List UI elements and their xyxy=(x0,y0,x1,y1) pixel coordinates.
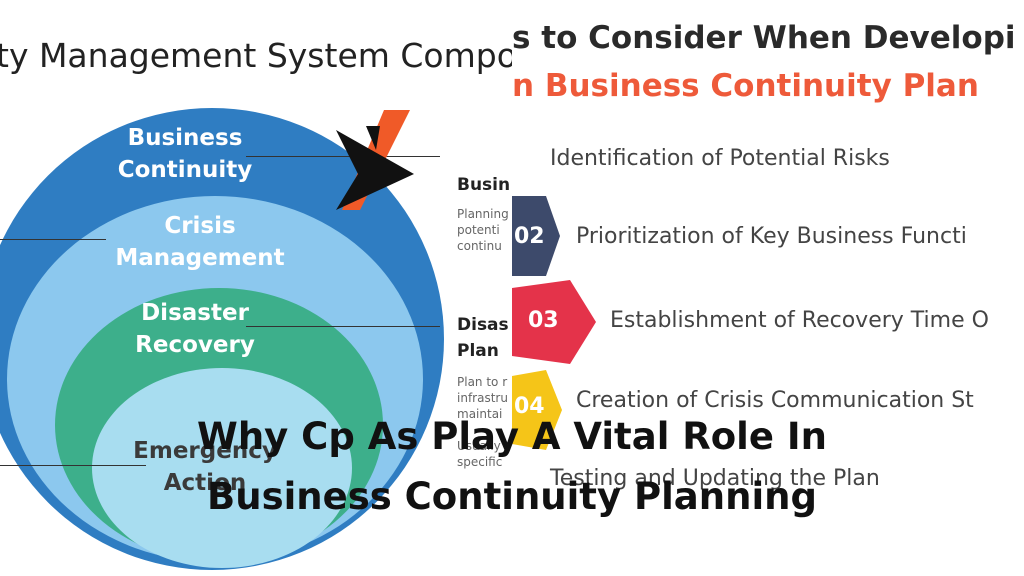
step-text: Creation of Crisis Communication St xyxy=(576,388,974,413)
step-text: Testing and Updating the Plan xyxy=(550,466,880,491)
step-badge-04 xyxy=(512,370,562,450)
right-slide: s to Consider When Developi n Business C… xyxy=(512,0,1024,576)
headline-line2: Business Continuity Planning xyxy=(207,475,817,518)
ring-label-emergency-action: Emergency Action xyxy=(133,438,277,496)
step-number: 03 xyxy=(528,308,559,333)
left-slide-title: ty Management System Compo xyxy=(0,36,512,75)
ring-label-disaster-recovery: Disaster Recovery xyxy=(135,300,255,358)
ring-label-crisis-management: Crisis Management xyxy=(115,213,285,271)
step-text: Identification of Potential Risks xyxy=(550,146,890,171)
step-text: Establishment of Recovery Time O xyxy=(610,308,989,333)
step-badge-02 xyxy=(512,196,560,276)
ring-emergency-action xyxy=(92,368,352,568)
callout-heading: Disas Plan xyxy=(457,315,509,361)
leader-line xyxy=(0,465,146,466)
callout-text: Plan to r infrastru maintai Usually spec… xyxy=(457,375,508,469)
brand-logo-icon xyxy=(336,110,414,210)
right-slide-title-line2: n Business Continuity Plan xyxy=(512,68,979,104)
callout-text: Planning potenti continu xyxy=(457,207,509,253)
step-text: Prioritization of Key Business Functi xyxy=(576,224,967,249)
step-number: 04 xyxy=(514,394,545,419)
right-slide-title-line1: s to Consider When Developi xyxy=(512,20,1016,56)
left-slide: ty Management System Compo Business Cont… xyxy=(0,36,512,570)
step-badge-03 xyxy=(512,280,596,364)
callout-heading: Busin xyxy=(457,175,511,195)
leader-line xyxy=(246,156,440,157)
headline-line1: Why Cp As Play A Vital Role In xyxy=(197,415,827,458)
ring-label-business-continuity: Business Continuity xyxy=(117,125,253,183)
step-number: 02 xyxy=(514,224,545,249)
leader-line xyxy=(246,326,440,327)
leader-line xyxy=(0,239,106,240)
